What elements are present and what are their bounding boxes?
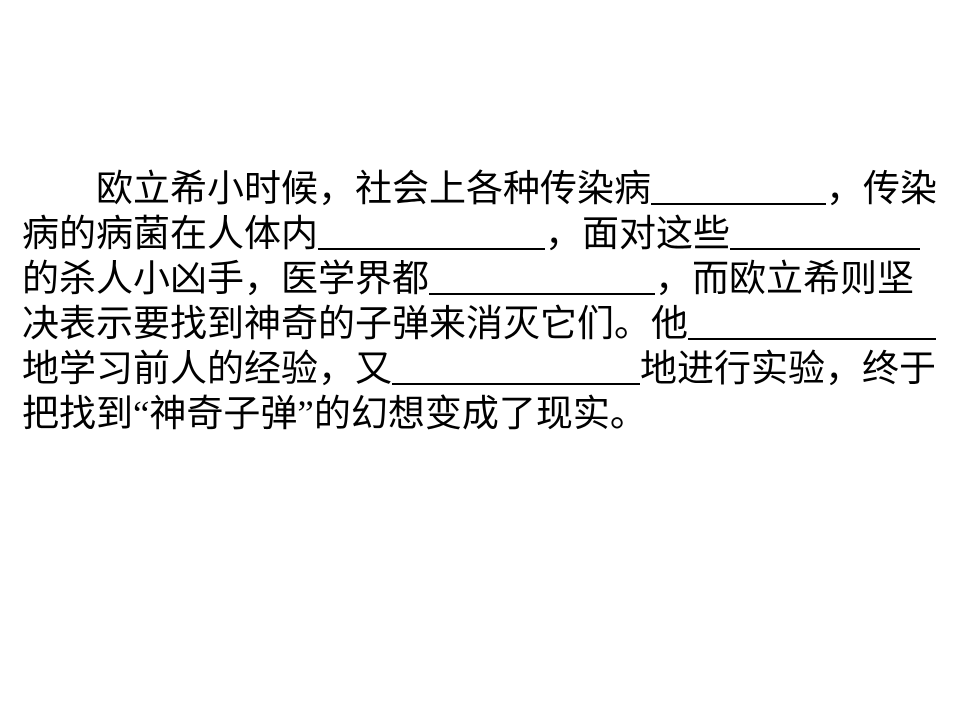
passage-line: 的杀人小凶手，医学界都 ，而欧立希则坚 [22,257,942,302]
text-segment: ，传染 [826,169,937,210]
text-segment: 病的病菌在人体内 [22,214,318,255]
answer-blank [688,308,936,340]
answer-blank [392,353,640,385]
text-segment: 地学习前人的经验，又 [22,349,392,390]
text-segment: 欧立希小时候，社会上各种传染病 [96,169,651,210]
passage-line: 地学习前人的经验，又 地进行实验，终于 [22,347,942,392]
text-segment: ，而欧立希则坚 [655,259,914,300]
text-segment: 把找到“神奇子弹”的幻想变成了现实。 [22,394,647,435]
text-segment: ，面对这些 [545,214,730,255]
passage-text: 欧立希小时候，社会上各种传染病 ，传染 病的病菌在人体内 ，面对这些 的杀人小凶手，… [22,167,942,437]
passage-line: 决表示要找到神奇的子弹来消灭它们。他 [22,302,942,347]
text-segment: 地进行实验，终于 [640,349,936,390]
passage-line: 把找到“神奇子弹”的幻想变成了现实。 [22,392,942,437]
text-segment: 的杀人小凶手，医学界都 [22,259,429,300]
answer-blank [651,173,826,205]
text-segment: 决表示要找到神奇的子弹来消灭它们。他 [22,304,688,345]
passage-line: 病的病菌在人体内 ，面对这些 [22,212,942,257]
answer-blank [429,263,655,295]
answer-blank [318,218,545,250]
answer-blank [730,218,920,250]
passage-line: 欧立希小时候，社会上各种传染病 ，传染 [22,167,942,212]
